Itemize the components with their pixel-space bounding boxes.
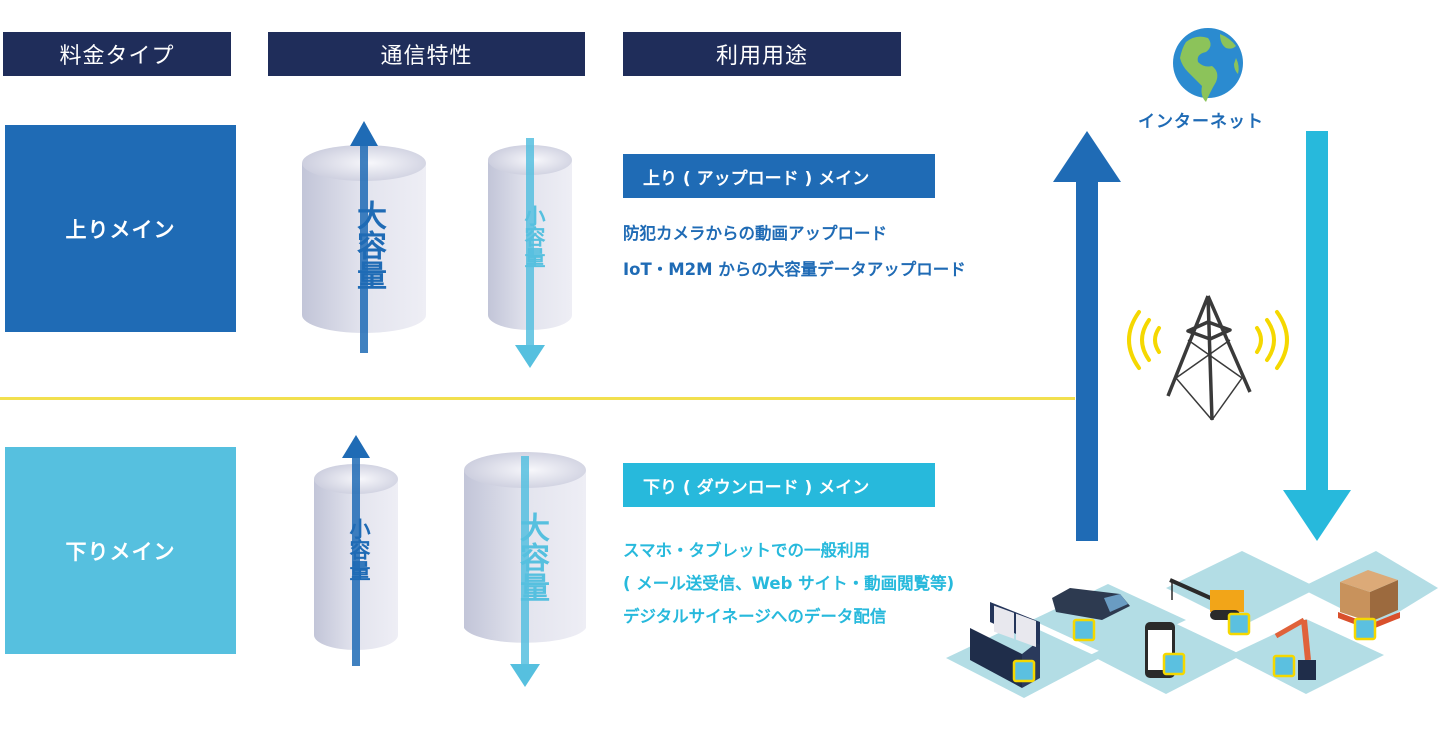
plan-download-main-label: 下りメイン [65, 539, 176, 564]
cylinder-label: 小容量 [522, 205, 546, 268]
cylinder-label: 大容量 [514, 512, 549, 602]
usage-tag-upload: 上り ( アップロード ) メイン [623, 154, 935, 198]
usage-line: 防犯カメラからの動画アップロード [623, 224, 887, 243]
sim-chip-icon [1072, 618, 1096, 642]
internet-label: インターネット [1138, 112, 1264, 132]
header-plan-type: 料金タイプ [3, 32, 231, 76]
usage-line: デジタルサイネージへのデータ配信 [623, 607, 887, 626]
usage-line: スマホ・タブレットでの一般利用 [623, 541, 871, 560]
plan-upload-main: 上りメイン [5, 125, 236, 332]
characteristics-diagram [302, 121, 586, 687]
upload-arrow-icon [1053, 131, 1121, 541]
download-arrow-icon [510, 456, 540, 687]
usage-tag-download-label: 下り ( ダウンロード ) メイン [643, 477, 870, 498]
upload-arrow-icon [350, 121, 378, 353]
sim-chip-icon [1227, 612, 1251, 636]
usage-line: ( メール送受信、Web サイト・動画閲覧等) [623, 574, 955, 593]
sim-chip-icon [1012, 659, 1036, 683]
header-characteristics: 通信特性 [268, 32, 585, 76]
cargo-pallet-icon [1338, 570, 1400, 630]
cylinder-label: 小容量 [347, 518, 371, 581]
cylinder-label: 大容量 [351, 200, 386, 290]
usage-tag-upload-label: 上り ( アップロード ) メイン [643, 168, 870, 189]
upload-arrow-icon [342, 435, 370, 666]
download-arrow-icon [515, 138, 545, 368]
robot-arm-icon [1274, 617, 1316, 680]
sim-chip-icon [1272, 654, 1296, 678]
network-diagram [946, 28, 1438, 698]
cell-tower-icon [1127, 295, 1289, 421]
signage-kiosk-icon [970, 602, 1040, 688]
plan-download-main: 下りメイン [5, 447, 236, 654]
plan-upload-main-label: 上りメイン [65, 217, 176, 242]
security-camera-icon [1052, 588, 1130, 620]
row-separator [0, 397, 1075, 400]
sim-chip-icons [1012, 612, 1377, 683]
sim-chip-icon [1353, 617, 1377, 641]
sim-chip-icon [1162, 652, 1186, 676]
usage-line: IoT・M2M からの大容量データアップロード [623, 260, 966, 279]
header-usage: 利用用途 [623, 32, 901, 76]
usage-tag-download: 下り ( ダウンロード ) メイン [623, 463, 935, 507]
download-arrow-icon [1283, 131, 1351, 541]
signal-waves-icon [1127, 310, 1289, 370]
globe-icon [1173, 28, 1243, 102]
